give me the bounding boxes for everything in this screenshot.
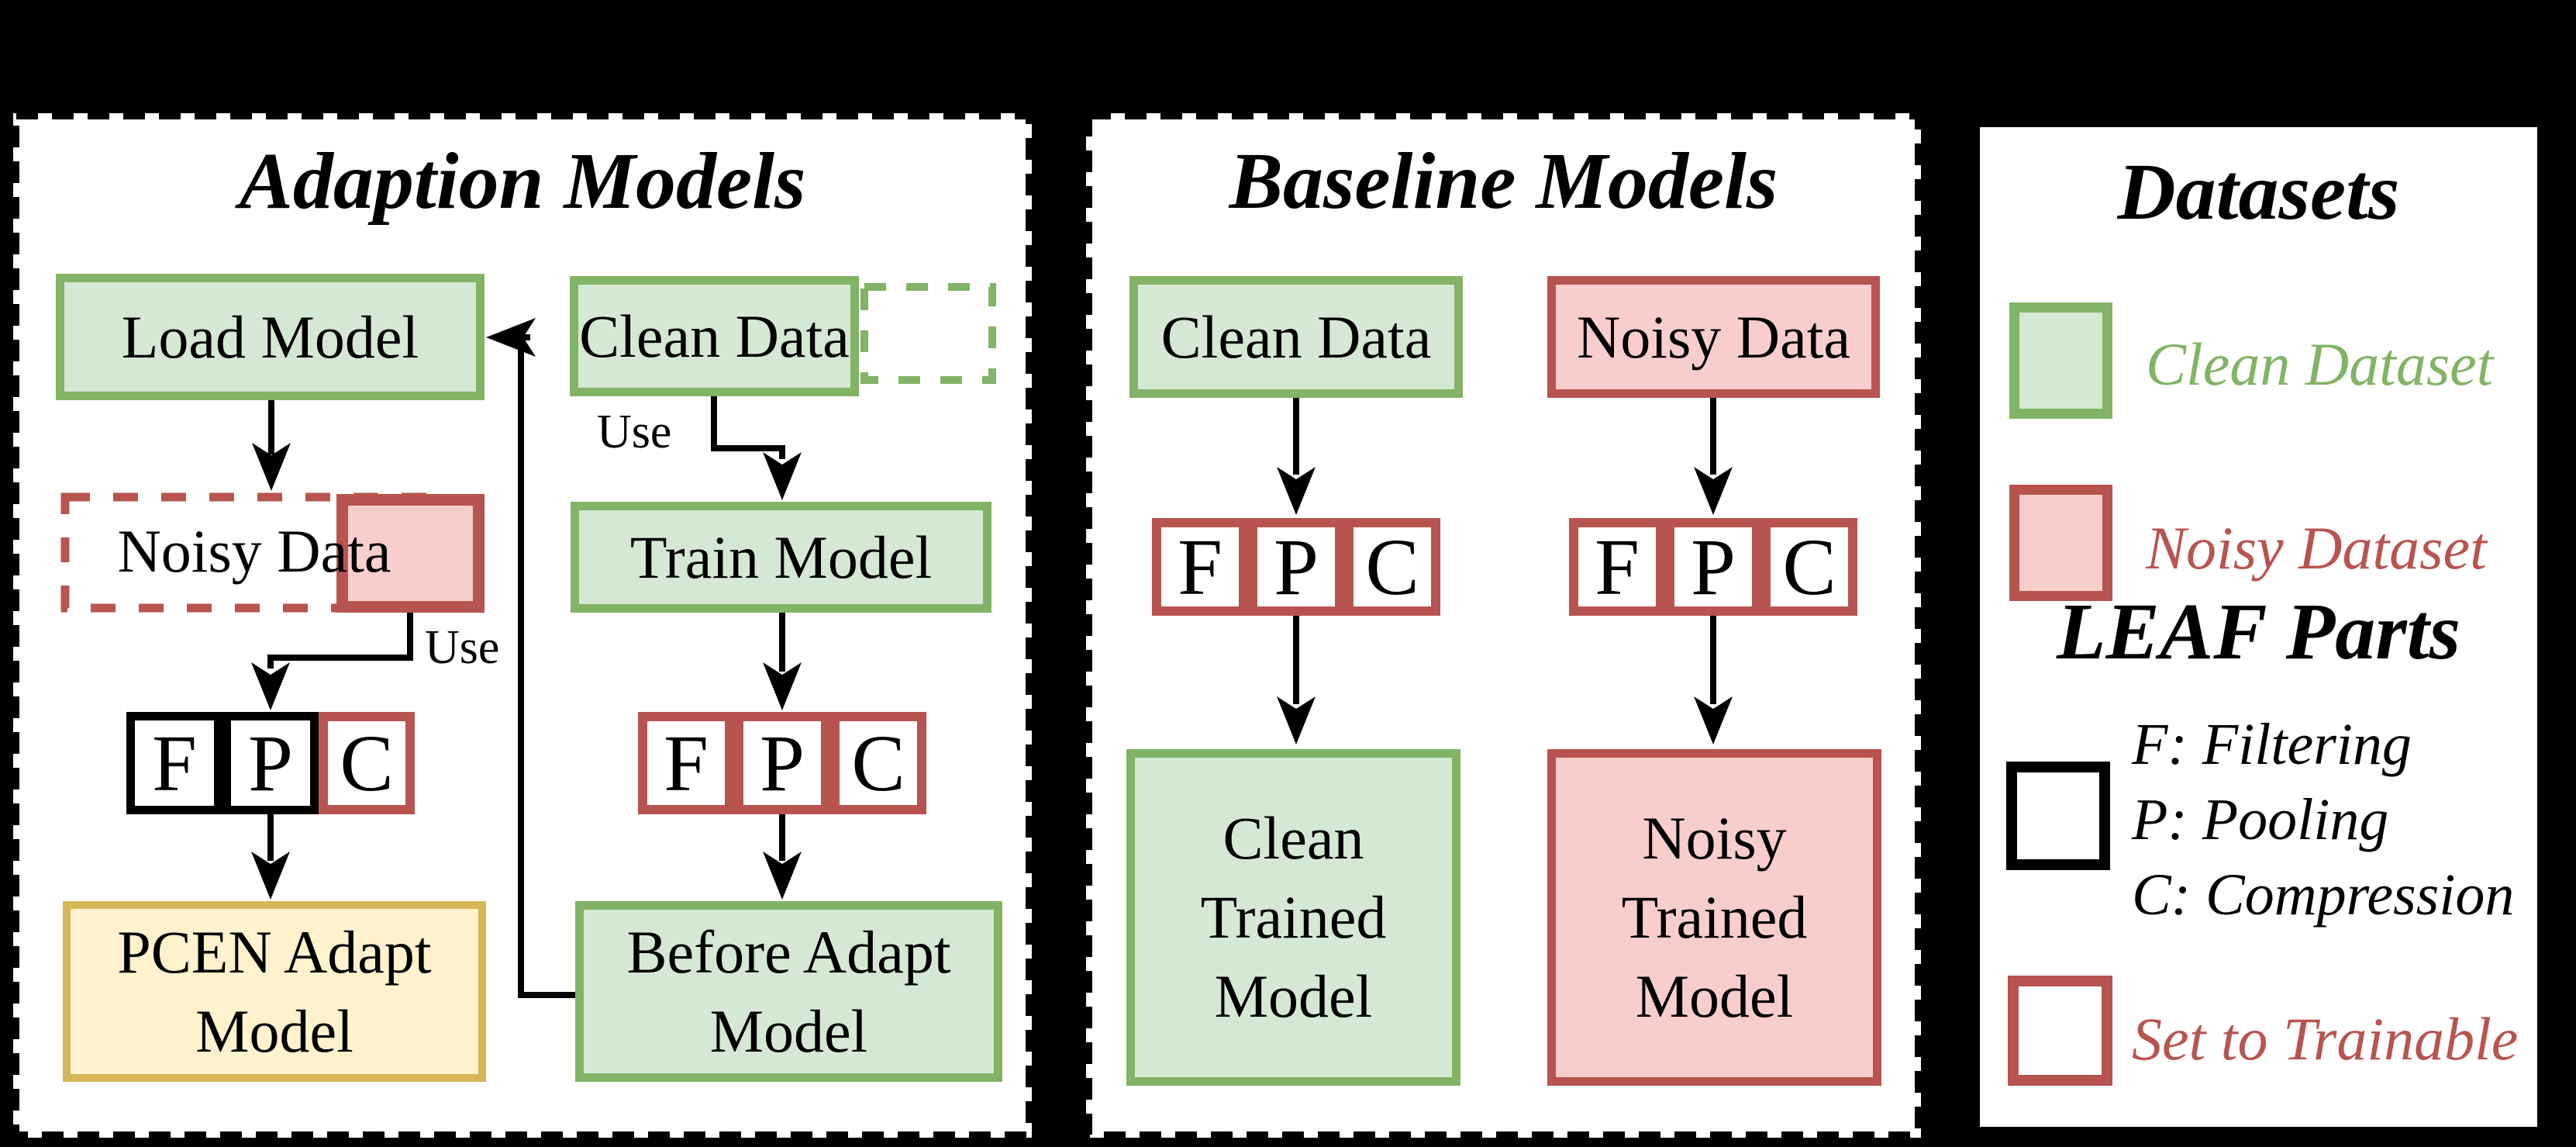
- leaf-part-compression: C: Compression: [2132, 862, 2515, 928]
- noisy-data-solid-square: [336, 494, 485, 613]
- fpc-cell-filtering: F: [126, 712, 222, 814]
- pcen-adapt-line1: PCEN Adapt: [117, 917, 432, 986]
- fpc-cell-compression: C: [319, 712, 415, 814]
- adaption-panel-dashed-border: [13, 113, 1032, 1138]
- clean-trained-line3: Model: [1214, 962, 1373, 1030]
- set-to-trainable-swatch: [2008, 976, 2112, 1086]
- arrowhead-fpc-to-pcen: [251, 852, 290, 900]
- noisy-trained-line1: Noisy: [1642, 804, 1787, 872]
- fpc-cell-pooling: P: [1665, 518, 1761, 616]
- arrowhead-clean-use-to-train: [763, 452, 802, 500]
- before-adapt-model-box: Before Adapt Model: [575, 901, 1002, 1082]
- clean-trained-line1: Clean: [1222, 804, 1364, 872]
- clean-dataset-label: Clean Dataset: [2146, 330, 2494, 398]
- noisy-data-label-box: Noisy Data: [60, 492, 448, 610]
- clean-data-box-baseline: Clean Data: [1129, 276, 1463, 398]
- arrowhead-fpc-to-cleantrained: [1277, 696, 1316, 745]
- train-model-box: Train Model: [571, 502, 991, 613]
- fpc-cell-filtering: F: [1569, 518, 1665, 616]
- adaption-panel-title: Adaption Models: [239, 136, 806, 226]
- fpc-cell-pooling: P: [222, 712, 319, 814]
- load-model-label: Load Model: [121, 302, 419, 371]
- set-to-trainable-label: Set to Trainable: [2132, 1005, 2519, 1073]
- fpc-cell-filtering: F: [638, 712, 734, 814]
- clean-data-label-adaption: Clean Data: [579, 302, 850, 370]
- fpc-row-adapt-noisy: F P C: [126, 712, 415, 814]
- clean-data-label-baseline: Clean Data: [1160, 302, 1432, 371]
- connector-clean-use-to-train: [711, 392, 785, 459]
- arrowhead-train-to-fpc: [763, 662, 802, 710]
- clean-trained-line2: Trained: [1200, 883, 1387, 951]
- fpc-cell-compression: C: [1344, 518, 1440, 616]
- noisy-dataset-label: Noisy Dataset: [2146, 514, 2487, 582]
- noisy-trained-line3: Model: [1635, 962, 1794, 1030]
- fpc-row-baseline-clean: F P C: [1152, 518, 1440, 616]
- leaf-parts-list: F: Filtering P: Pooling C: Compression: [2132, 707, 2514, 933]
- load-model-box: Load Model: [56, 274, 485, 400]
- leaf-parts-title: LEAF Parts: [2056, 587, 2461, 676]
- baseline-panel-title: Baseline Models: [1229, 136, 1778, 226]
- arrowhead-before-to-load-feedback: [486, 318, 536, 357]
- noisy-data-label-baseline: Noisy Data: [1576, 302, 1851, 371]
- fpc-row-adapt-train: F P C: [638, 712, 926, 814]
- noisy-trained-model-box: Noisy Trained Model: [1547, 749, 1881, 1086]
- arrowhead-noisy-use-to-fpc: [251, 662, 290, 710]
- clean-data-box-adaption: Clean Data: [570, 276, 859, 396]
- arrowhead-load-to-noisy: [252, 443, 291, 491]
- fpc-cell-compression: C: [830, 712, 926, 814]
- noisy-trained-line2: Trained: [1621, 883, 1808, 951]
- datasets-legend-title: Datasets: [2117, 147, 2400, 237]
- noisy-dataset-swatch: [2009, 485, 2112, 601]
- connector-noisy-use-to-fpc: [267, 613, 413, 669]
- panel-datasets-legend: [1977, 124, 2540, 1130]
- use-label-noisy: Use: [425, 621, 500, 674]
- arrowhead-fpc-to-noisytrained: [1694, 696, 1733, 745]
- leaf-part-pooling: P: Pooling: [2132, 787, 2389, 852]
- clean-data-dashed-box: [860, 283, 996, 384]
- fpc-cell-pooling: P: [734, 712, 830, 814]
- fpc-cell-filtering: F: [1152, 518, 1248, 616]
- before-adapt-line2: Model: [709, 997, 868, 1065]
- pcen-adapt-line2: Model: [195, 997, 353, 1065]
- fpc-cell-compression: C: [1761, 518, 1857, 616]
- noisy-data-label: Noisy Data: [117, 517, 391, 585]
- arrowhead-cleandata-to-fpc: [1277, 467, 1316, 515]
- fpc-cell-pooling: P: [1248, 518, 1344, 616]
- clean-trained-model-box: Clean Trained Model: [1126, 749, 1460, 1086]
- arrowhead-fpc-to-before: [763, 852, 802, 900]
- arrowhead-noisydata-to-fpc: [1694, 467, 1733, 515]
- train-model-label: Train Model: [629, 523, 933, 591]
- noisy-data-box-baseline: Noisy Data: [1547, 276, 1880, 398]
- pcen-adapt-model-box: PCEN Adapt Model: [63, 901, 486, 1082]
- baseline-panel-dashed-border: [1086, 113, 1921, 1138]
- before-adapt-line1: Before Adapt: [626, 917, 951, 986]
- leaf-parts-swatch: [2006, 762, 2110, 870]
- fpc-row-baseline-noisy: F P C: [1569, 518, 1857, 616]
- clean-dataset-swatch: [2009, 302, 2112, 419]
- connector-before-to-load-feedback: [518, 334, 575, 998]
- use-label-clean: Use: [597, 406, 672, 458]
- leaf-part-filtering: F: Filtering: [2132, 712, 2412, 777]
